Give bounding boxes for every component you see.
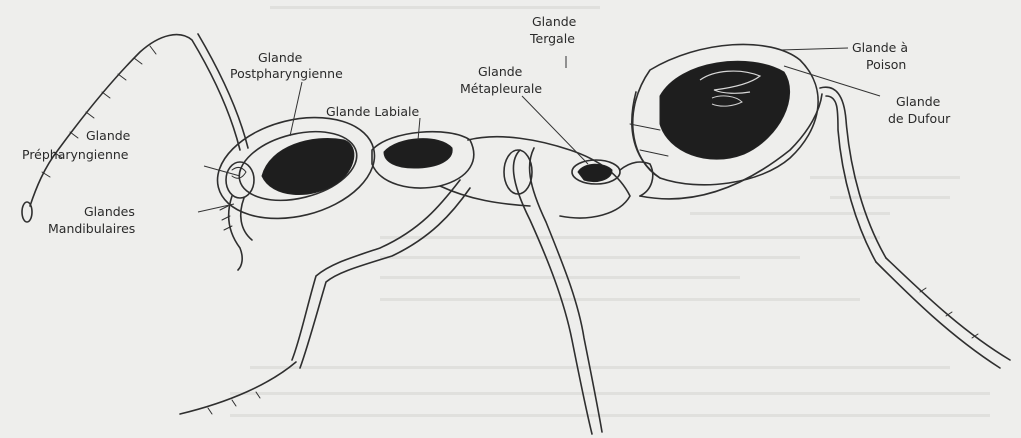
ant-legs — [180, 87, 1010, 434]
label-dufour-gland-line2: de Dufour — [888, 111, 951, 126]
labial-gland-shape — [384, 139, 452, 168]
poison-gland-shape — [660, 61, 790, 159]
label-tergal-gland-line1: Glande — [532, 14, 577, 29]
label-postpharyngeal-gland-line2: Postpharyngienne — [230, 66, 343, 81]
label-poison-gland-line1: Glande à — [852, 40, 908, 55]
label-postpharyngeal-gland-line1: Glande — [258, 50, 303, 65]
label-metapleural-gland-line2: Métapleurale — [460, 81, 542, 96]
label-tergal-gland-line2: Tergale — [529, 31, 575, 46]
label-poison-gland-line2: Poison — [866, 57, 906, 72]
antenna — [22, 34, 248, 222]
gland-labels: Glande Tergale Glande à Poison Glande Po… — [22, 14, 951, 236]
label-prepharyngeal-gland-line2: Prépharyngienne — [22, 147, 129, 162]
label-mandibular-glands-line2: Mandibulaires — [48, 221, 135, 236]
postpharyngeal-gland-shape — [262, 139, 354, 195]
label-mandibular-glands-line1: Glandes — [84, 204, 135, 219]
metapleural-gland-shape — [578, 164, 612, 181]
ant-thorax — [372, 132, 653, 218]
ant-gaster — [630, 44, 818, 184]
label-metapleural-gland-line1: Glande — [478, 64, 523, 79]
label-labial-gland: Glande Labiale — [326, 104, 420, 119]
label-dufour-gland-line1: Glande — [896, 94, 941, 109]
label-prepharyngeal-gland-line1: Glande — [86, 128, 131, 143]
